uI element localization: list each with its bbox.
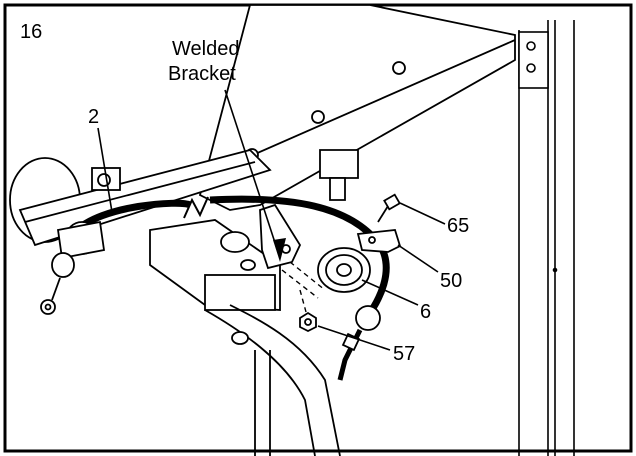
- part-57-nut: [299, 311, 317, 333]
- leader-lines: [97, 89, 446, 351]
- callout-part-65: 65: [447, 215, 469, 237]
- top-diagonal-frame: [198, 4, 516, 211]
- part-50-bracket: [356, 229, 402, 253]
- callout-part-50: 50: [440, 270, 462, 292]
- part-6-pulley: [317, 247, 371, 293]
- callout-welded-line1: Welded: [172, 38, 239, 60]
- welded-bracket-arrowhead: [273, 238, 286, 262]
- callout-welded-line2: Bracket: [168, 63, 236, 85]
- lower-frame: [149, 219, 341, 456]
- callout-part-6: 6: [420, 301, 431, 323]
- alignment-dashes: [281, 261, 326, 313]
- upright-frame: [518, 20, 575, 456]
- left-pulley: [40, 220, 106, 315]
- callout-part-57: 57: [393, 343, 415, 365]
- step-number: 16: [20, 21, 42, 43]
- part-65-bolt: [377, 193, 401, 223]
- cable-end: [341, 305, 381, 352]
- callout-part-2: 2: [88, 106, 99, 128]
